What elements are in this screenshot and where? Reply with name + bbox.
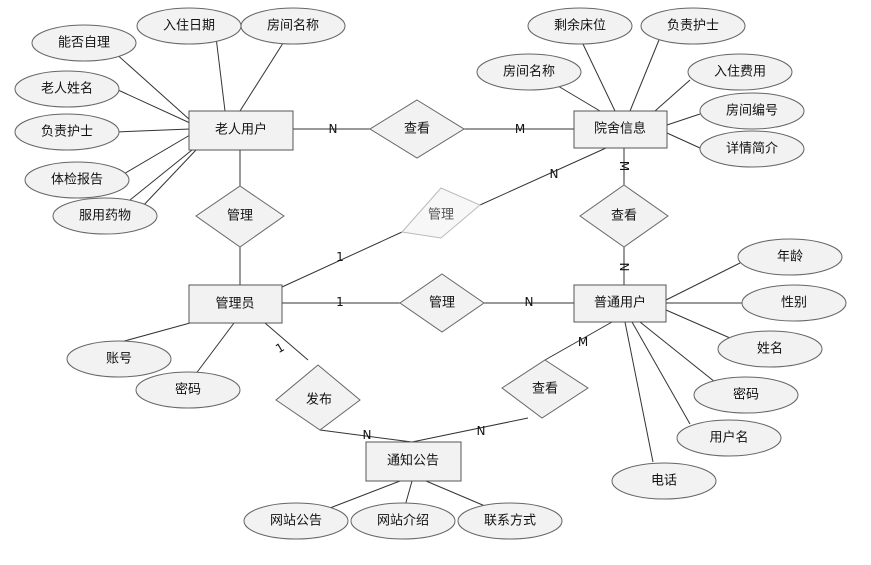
- attr-notice-site-intro: 网站介绍: [350, 502, 456, 540]
- attr-dorm-nurse: 负责护士: [640, 7, 746, 45]
- attr-dorm-room-number: 房间编号: [699, 92, 805, 130]
- svg-text:能否自理: 能否自理: [58, 36, 110, 51]
- attr-elder-name: 老人姓名: [14, 70, 120, 108]
- attr-admin-account: 账号: [66, 340, 172, 378]
- svg-text:负责护士: 负责护士: [667, 19, 719, 34]
- card-dorm-view-n: N: [617, 263, 631, 272]
- attr-elder-nurse: 负责护士: [14, 113, 120, 151]
- card-admin-normal-1: 1: [336, 295, 344, 309]
- svg-text:负责护士: 负责护士: [41, 125, 93, 140]
- entity-notice: 通知公告: [365, 441, 462, 482]
- card-admin-dorm-1: 1: [336, 250, 344, 264]
- attr-elder-medication: 服用药物: [52, 197, 158, 235]
- svg-text:房间名称: 房间名称: [267, 18, 319, 34]
- svg-text:老人用户: 老人用户: [215, 122, 267, 138]
- attr-dorm-room-name: 房间名称: [476, 53, 582, 91]
- card-admin-normal-n: N: [525, 295, 534, 309]
- svg-text:院舍信息: 院舍信息: [594, 121, 646, 137]
- card-dorm-view-m: M: [617, 161, 631, 171]
- svg-text:查看: 查看: [611, 208, 637, 224]
- attr-user-phone: 电话: [611, 462, 717, 500]
- svg-text:发布: 发布: [306, 392, 332, 408]
- entity-dorm-info: 院舍信息: [573, 110, 668, 149]
- svg-text:网站介绍: 网站介绍: [377, 514, 429, 529]
- svg-text:普通用户: 普通用户: [594, 295, 646, 311]
- svg-text:管理员: 管理员: [215, 297, 254, 312]
- rel-admin-publish-notice: 发布: [275, 364, 361, 431]
- attr-notice-contact: 联系方式: [457, 502, 563, 540]
- card-normal-view-m: M: [578, 335, 588, 349]
- card-elder-view-m: M: [515, 122, 525, 136]
- svg-text:入住费用: 入住费用: [714, 65, 766, 80]
- svg-text:入住日期: 入住日期: [163, 19, 215, 34]
- svg-text:账号: 账号: [106, 352, 132, 367]
- svg-text:管理: 管理: [429, 296, 455, 311]
- attr-elder-self-care: 能否自理: [31, 24, 137, 62]
- rel-dorm-view-normal: 查看: [579, 184, 669, 248]
- svg-text:密码: 密码: [733, 387, 759, 403]
- svg-text:通知公告: 通知公告: [387, 453, 439, 469]
- svg-text:查看: 查看: [532, 381, 558, 397]
- svg-text:电话: 电话: [651, 474, 677, 489]
- card-admin-publish-1: 1: [273, 340, 287, 356]
- svg-text:姓名: 姓名: [757, 341, 783, 357]
- attr-user-username: 用户名: [676, 419, 782, 457]
- attr-user-name: 姓名: [717, 330, 823, 368]
- attr-elder-room-name: 房间名称: [240, 7, 346, 45]
- svg-text:年龄: 年龄: [777, 250, 803, 265]
- attr-admin-password: 密码: [135, 371, 241, 409]
- attr-notice-site-notice: 网站公告: [243, 502, 349, 540]
- attr-user-password: 密码: [693, 376, 799, 414]
- svg-text:管理: 管理: [227, 209, 253, 224]
- attr-elder-checkup-report: 体检报告: [24, 161, 130, 199]
- svg-text:密码: 密码: [175, 382, 201, 398]
- card-notice-view-n: N: [477, 424, 486, 438]
- svg-text:房间编号: 房间编号: [726, 103, 778, 119]
- card-admin-dorm-n: N: [550, 167, 559, 181]
- svg-text:老人姓名: 老人姓名: [41, 81, 93, 97]
- svg-text:联系方式: 联系方式: [484, 513, 536, 529]
- rel-elder-view-dorm: 查看: [369, 99, 465, 159]
- attr-user-age: 年龄: [737, 238, 843, 276]
- svg-text:查看: 查看: [404, 121, 430, 137]
- entity-normal-user: 普通用户: [573, 284, 667, 323]
- rel-admin-manage-elder: 管理: [195, 185, 285, 248]
- svg-text:网站公告: 网站公告: [270, 514, 322, 529]
- card-publish-notice-n: N: [363, 428, 372, 442]
- svg-text:管理: 管理: [428, 208, 454, 223]
- connector-lines: [103, 36, 742, 509]
- svg-text:详情简介: 详情简介: [726, 141, 778, 157]
- attr-dorm-fee: 入住费用: [687, 53, 793, 91]
- attr-dorm-free-beds: 剩余床位: [527, 7, 633, 45]
- rel-admin-manage-normal: 管理: [399, 273, 485, 333]
- entity-elder-user: 老人用户: [188, 110, 294, 151]
- entity-admin: 管理员: [188, 284, 283, 324]
- svg-text:房间名称: 房间名称: [503, 64, 555, 80]
- svg-text:性别: 性别: [781, 296, 807, 311]
- attr-elder-checkin-date: 入住日期: [136, 7, 242, 45]
- attr-user-gender: 性别: [741, 284, 847, 322]
- rel-normal-view-notice: 查看: [501, 359, 589, 419]
- svg-text:用户名: 用户名: [709, 430, 748, 446]
- card-elder-view-n: N: [329, 122, 338, 136]
- rel-admin-manage-dorm: 管理: [401, 187, 481, 239]
- attr-dorm-intro: 详情简介: [699, 130, 805, 168]
- svg-text:体检报告: 体检报告: [51, 173, 103, 188]
- svg-text:剩余床位: 剩余床位: [554, 18, 606, 34]
- svg-text:服用药物: 服用药物: [79, 209, 131, 224]
